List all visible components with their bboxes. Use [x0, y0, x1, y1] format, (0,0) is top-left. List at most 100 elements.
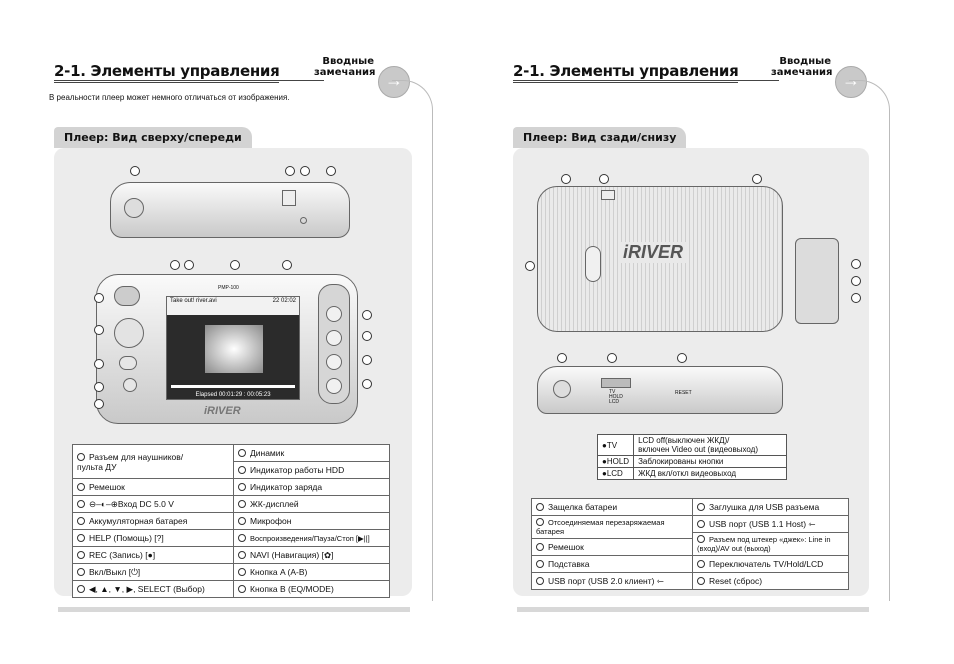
usb-port[interactable]	[553, 380, 571, 398]
callout-marker	[851, 259, 861, 269]
device-bottom-view	[537, 366, 783, 414]
callout-marker	[677, 353, 687, 363]
legend-cell: Заглушка для USB разъема	[692, 498, 849, 516]
section-note-line1: Вводные	[322, 56, 374, 67]
screen-file: Take out! river.avi	[170, 298, 217, 304]
tv-hold-lcd-switch[interactable]	[601, 378, 631, 388]
page-subtitle: В реальности плеер может немного отличат…	[49, 93, 290, 102]
navi-button[interactable]	[326, 330, 342, 346]
mode-desc: Заблокированы кнопки	[633, 455, 787, 468]
callout-marker	[525, 261, 535, 271]
legend-cell: USB порт (USB 2.0 клиент) ⇽	[531, 572, 693, 590]
table-row: ◀, ▲, ▼, ▶, SELECT (Выбор) Кнопка B (EQ/…	[72, 580, 390, 598]
section-note-line1: Вводные	[779, 56, 831, 67]
reset-label: RESET	[675, 390, 692, 396]
legend-cell: Аккумуляторная батарея	[72, 512, 234, 530]
callout-marker	[94, 399, 104, 409]
screen-elapsed: Elapsed 00:01:29 : 00:05:23	[167, 392, 299, 398]
legend-cell: Ремешок	[72, 478, 234, 496]
page-title: 2-1. Элементы управления	[54, 62, 280, 83]
parts-legend: Защелка батареи Заглушка для USB разъема…	[531, 498, 849, 590]
legend-cell: NAVI (Навигация) [✿]	[233, 546, 390, 564]
table-row: Разъем для наушников/ пульта ДУ Динамик	[72, 444, 390, 479]
callout-marker	[285, 166, 295, 176]
callout-marker	[561, 174, 571, 184]
device-top-view	[110, 182, 350, 238]
mode-key: ●LCD	[596, 467, 635, 480]
speaker-grille	[114, 286, 140, 306]
usb-cover[interactable]	[601, 190, 615, 200]
page-title: 2-1. Элементы управления	[513, 62, 739, 83]
a-button[interactable]	[326, 354, 342, 370]
footer-bar	[58, 607, 410, 612]
legend-cell: Вкл/Выкл [⏻]	[72, 563, 234, 581]
callout-marker	[362, 331, 372, 341]
legend-cell: Индикатор работы HDD	[233, 461, 390, 479]
brand-logo: iRIVER	[619, 242, 688, 263]
callout-marker	[607, 353, 617, 363]
table-row: Отсоединяемая перезаряжаемая батарея USB…	[531, 515, 849, 539]
elapsed-time: 00:01:29 : 00:05:23	[218, 392, 271, 398]
legend-cell: ◀, ▲, ▼, ▶, SELECT (Выбор)	[72, 580, 234, 598]
play-pause-button[interactable]	[326, 306, 342, 322]
legend-cell: Воспроизведения/Пауза/Стоп [▶||]	[233, 529, 390, 547]
table-row: ●TV LCD off(выключен ЖКД)/ включен Video…	[596, 434, 787, 456]
table-row: REC (Запись) [●] NAVI (Навигация) [✿]	[72, 546, 390, 564]
elapsed-label: Elapsed	[195, 392, 218, 398]
callout-marker	[851, 276, 861, 286]
legend-cell: Индикатор заряда	[233, 478, 390, 496]
table-row: ●HOLD Заблокированы кнопки	[596, 455, 787, 468]
switch-label-tv: TV	[609, 389, 616, 395]
callout-marker	[184, 260, 194, 270]
legend-cell: Микрофон	[233, 512, 390, 530]
callout-marker	[94, 359, 104, 369]
legend-cell: Кнопка B (EQ/MODE)	[233, 580, 390, 598]
progress-bar	[171, 385, 295, 388]
legend-cell: USB порт (USB 1.1 Host) ⇽	[692, 515, 849, 533]
help-button[interactable]	[119, 356, 137, 370]
table-row: ⊖–◐–⊕Вход DC 5.0 V ЖК-дисплей	[72, 495, 390, 513]
brand-logo: iRIVER	[204, 405, 241, 417]
table-row: Разъем под штекер «джек»: Line in (вход)…	[532, 532, 849, 556]
legend-cell: Переключатель TV/Hold/LCD	[692, 555, 849, 573]
callout-marker	[362, 355, 372, 365]
panel-title: Плеер: Вид сверху/спереди	[54, 127, 252, 148]
headphone-jack	[124, 198, 144, 218]
side-detail	[795, 238, 839, 324]
legend-cell: Разъем для наушников/ пульта ДУ	[72, 444, 234, 479]
navi-dpad[interactable]	[114, 318, 144, 348]
screen: Take out! river.avi 22 02:02 Elapsed 00:…	[166, 296, 300, 400]
mode-table: ●TV LCD off(выключен ЖКД)/ включен Video…	[596, 434, 787, 480]
callout-marker	[282, 260, 292, 270]
parts-legend: Разъем для наушников/ пульта ДУ Динамик …	[72, 444, 390, 598]
callout-marker	[362, 310, 372, 320]
switch-labels: TV HOLD LCD	[609, 390, 623, 405]
right-page: 2-1. Элементы управления Вводные замечан…	[477, 0, 954, 664]
mode-desc: ЖКД вкл/откл видеовыход	[633, 467, 787, 480]
callout-marker	[94, 325, 104, 335]
table-row: Ремешок Индикатор заряда	[72, 478, 390, 496]
callout-marker	[752, 174, 762, 184]
table-row: Вкл/Выкл [⏻] Кнопка A (A-B)	[72, 563, 390, 581]
callout-marker	[230, 260, 240, 270]
table-row: HELP (Помощь) [?] Воспроизведения/Пауза/…	[72, 529, 390, 547]
switch-label-lcd: LCD	[609, 399, 620, 405]
model-label: PMP-100	[218, 285, 239, 291]
mode-desc: LCD off(выключен ЖКД)/ включен Video out…	[633, 434, 787, 456]
legend-cell: ЖК-дисплей	[233, 495, 390, 513]
legend-cell: Подставка	[531, 555, 693, 573]
legend-cell: Reset (сброс)	[692, 572, 849, 590]
callout-marker	[326, 166, 336, 176]
mode-key: ●TV	[596, 434, 635, 456]
table-row: USB порт (USB 2.0 клиент) ⇽ Reset (сброс…	[531, 572, 849, 590]
rec-button[interactable]	[123, 378, 137, 392]
video-frame	[205, 325, 263, 373]
screen-topbar: Take out! river.avi 22 02:02	[167, 297, 299, 315]
section-note: Вводные замечания	[771, 56, 832, 78]
b-button[interactable]	[326, 378, 342, 394]
callout-marker	[94, 293, 104, 303]
callout-marker	[362, 379, 372, 389]
mode-key: ●HOLD	[596, 455, 635, 468]
battery-latch[interactable]	[585, 246, 601, 282]
legend-cell: REC (Запись) [●]	[72, 546, 234, 564]
